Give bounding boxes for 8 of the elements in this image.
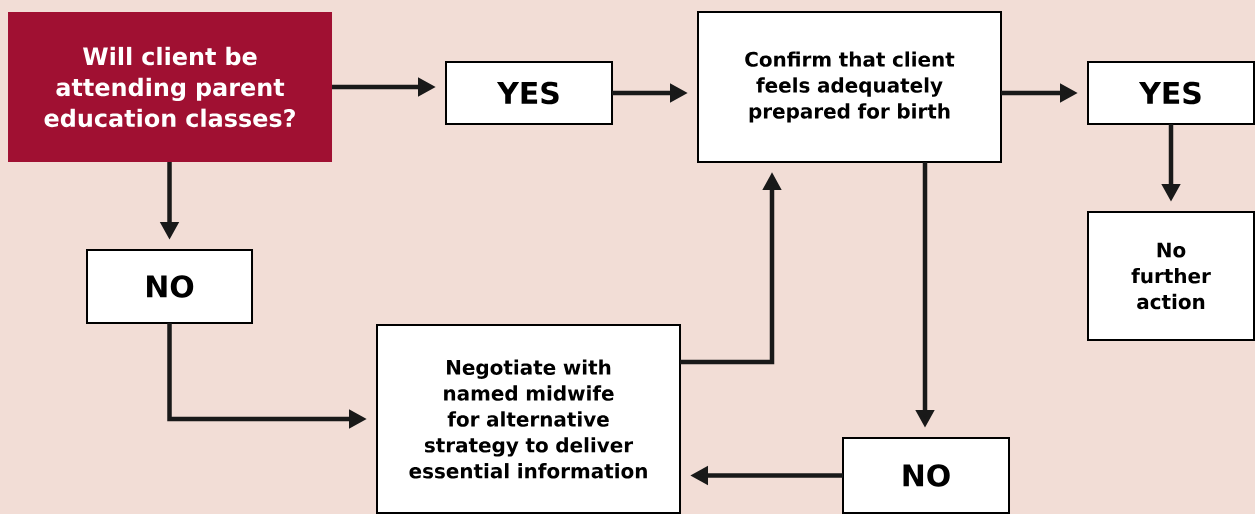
answer-box: NO	[842, 437, 1010, 514]
answer-box: YES	[1087, 61, 1255, 125]
action-box: Confirm that client feels adequately prepared for birth	[697, 11, 1002, 163]
answer-box: YES	[445, 61, 613, 125]
action-box: No further action	[1087, 211, 1255, 341]
question-box: Will client be attending parent education classes?	[8, 12, 332, 162]
answer-box: NO	[86, 249, 253, 324]
action-box: Negotiate with named midwife for alternative strategy to deliver essential information	[376, 324, 681, 514]
